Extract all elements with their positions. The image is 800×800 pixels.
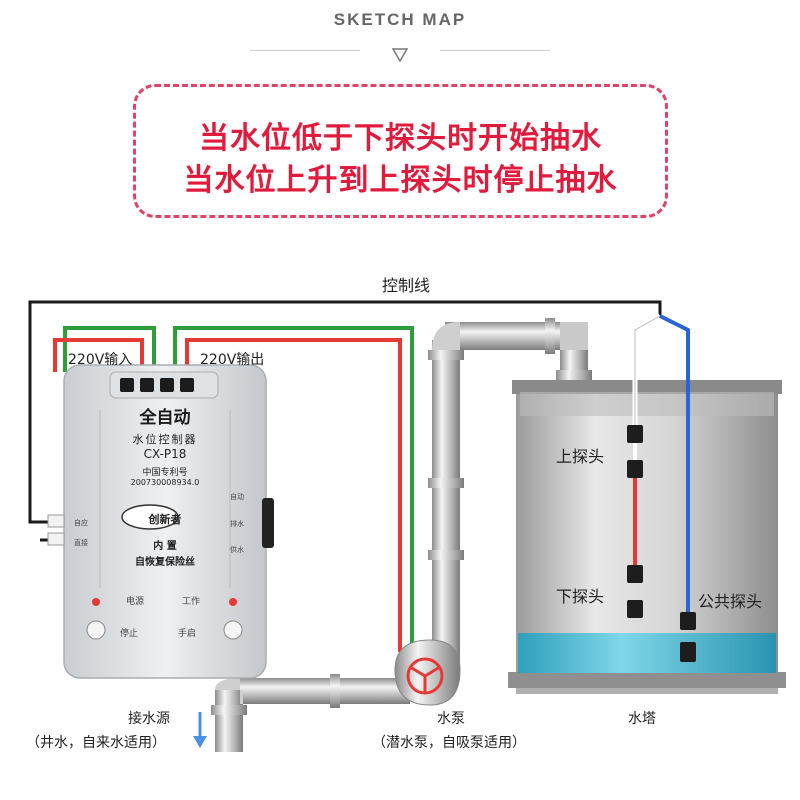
- common-probe-icon: [680, 612, 696, 662]
- manual-start-button[interactable]: [223, 620, 243, 640]
- tower-label: 水塔: [628, 711, 656, 727]
- pump-label: 水泵: [437, 711, 465, 727]
- header-divider-left: [250, 50, 360, 51]
- mode-drain-label: 排水: [230, 520, 244, 528]
- pump-icon: [394, 639, 461, 706]
- output-label: 220V输出: [200, 352, 265, 368]
- power-indicator-light: [92, 598, 100, 606]
- water-source-label: 接水源: [128, 711, 170, 727]
- callout-line-1: 当水位低于下探头时开始抽水: [199, 121, 602, 156]
- control-wire-label: 控制线: [382, 276, 431, 295]
- output-wires: [173, 326, 414, 652]
- controller-model: CX-P18: [143, 447, 187, 461]
- lower-probe-label: 下探头: [556, 587, 605, 606]
- controller-subtitle: 水位控制器: [132, 433, 198, 446]
- down-triangle-icon: [392, 48, 408, 62]
- upper-probe-icon: [627, 425, 643, 478]
- stop-button[interactable]: [86, 620, 106, 640]
- probe-wires: [632, 313, 690, 615]
- pipe-system: [211, 318, 592, 752]
- controller-fuse-line2: 自恢复保险丝: [135, 557, 195, 568]
- mode-supply-label: 供水: [230, 546, 244, 554]
- pump-note: （潜水泵，自吸泵适用）: [372, 735, 526, 751]
- tank-water: [518, 633, 776, 673]
- input-wires: [53, 326, 156, 372]
- header-divider-right: [440, 50, 550, 51]
- common-probe-label: 公共探头: [698, 592, 763, 611]
- brand-logo: [121, 504, 179, 530]
- controller-patent-number: 200730008934.0: [130, 478, 200, 487]
- mode-auto-label: 自动: [230, 493, 244, 501]
- input-label: 220V输入: [68, 352, 133, 368]
- controller-fuse-line1: 内 置: [153, 541, 177, 552]
- stop-label: 停止: [120, 629, 139, 639]
- water-source-note: （井水，自来水适用）: [26, 735, 166, 751]
- controller-patent-label: 中国专利号: [142, 468, 188, 478]
- water-source-arrow-icon: [193, 712, 207, 748]
- manual-label: 手启: [178, 629, 197, 639]
- work-indicator-light: [229, 598, 237, 606]
- work-label: 工作: [182, 597, 201, 607]
- header-title: SKETCH MAP: [333, 10, 467, 29]
- upper-probe-label: 上探头: [556, 447, 605, 466]
- callout-box: 当水位低于下探头时开始抽水 当水位上升到上探头时停止抽水: [133, 84, 668, 218]
- power-label: 电源: [126, 597, 145, 607]
- callout-line-2: 当水位上升到上探头时停止抽水: [183, 163, 618, 198]
- terminal-label-2: 直接: [74, 539, 88, 547]
- lower-probe-icon: [627, 565, 643, 618]
- terminal-label-1: 自应: [74, 519, 88, 527]
- controller-brand: 创新者: [148, 513, 182, 526]
- controller-title: 全自动: [139, 408, 191, 428]
